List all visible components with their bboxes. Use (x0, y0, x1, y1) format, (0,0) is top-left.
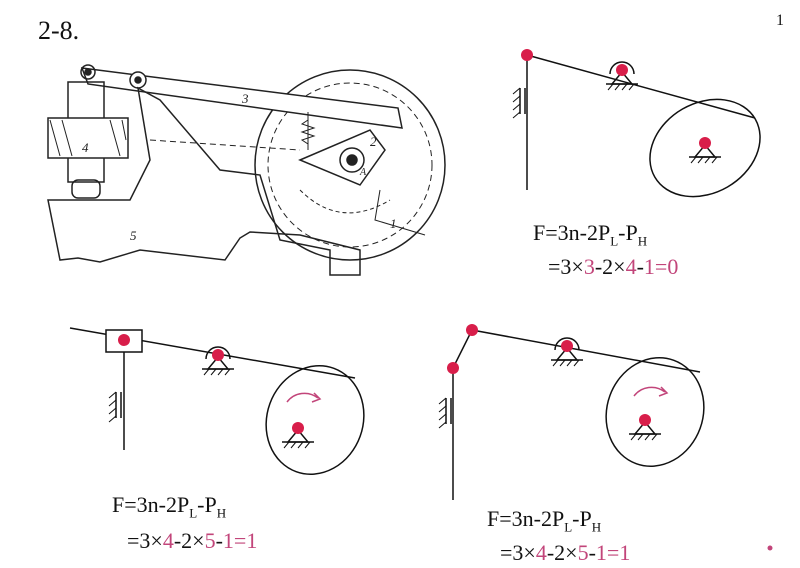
press-machine-drawing (47, 64, 446, 276)
formula-general: F=3n-2PL-PH (112, 492, 227, 521)
label-2: 2 (370, 134, 377, 149)
label-4: 4 (82, 140, 89, 155)
joint (699, 137, 711, 149)
label-3: 3 (241, 91, 249, 106)
label-a: A (359, 167, 367, 178)
pen-mark (767, 545, 773, 551)
schematic-bottom-left (69, 327, 365, 475)
formula-calc: =3×4-2×5-1=1 (500, 540, 631, 565)
slide-title: 2-8. (38, 16, 80, 45)
label-1: 1 (390, 216, 397, 231)
joint (616, 64, 628, 76)
schematic-bottom-right (438, 329, 705, 500)
joint (212, 349, 224, 361)
page-number: 1 (776, 12, 784, 29)
joint (639, 414, 651, 426)
joint (561, 340, 573, 352)
formula-general: F=3n-2PL-PH (487, 506, 602, 535)
formula-calc: =3×3-2×4-1=0 (548, 254, 679, 279)
formula-general: F=3n-2PL-PH (533, 220, 648, 249)
joint (521, 49, 533, 61)
joint (447, 362, 459, 374)
joint (118, 334, 130, 346)
joint (466, 324, 478, 336)
schematic-top-right (512, 54, 761, 198)
joint (292, 422, 304, 434)
formula-calc: =3×4-2×5-1=1 (127, 528, 258, 553)
label-5: 5 (130, 228, 137, 243)
